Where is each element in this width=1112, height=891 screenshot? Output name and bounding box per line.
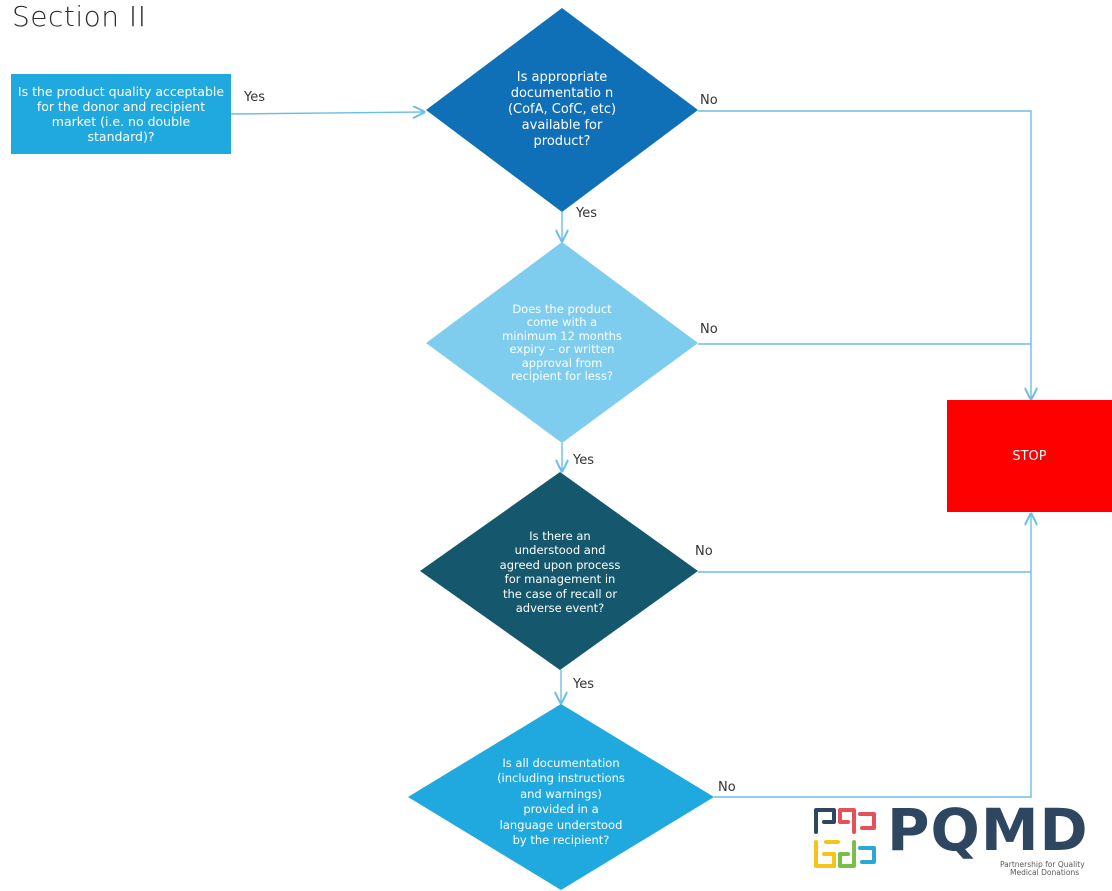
start-question-text: Is the product quality acceptable for th… bbox=[17, 84, 225, 144]
tagline-line-2: Medical Donations bbox=[1010, 868, 1080, 877]
pqmd-logo-mark bbox=[814, 808, 876, 868]
label-no-3: No bbox=[695, 544, 713, 559]
label-yes-2: Yes bbox=[573, 453, 594, 468]
decision-diamond-4 bbox=[408, 704, 714, 890]
pqmd-logo-text: PQMD bbox=[887, 796, 1089, 864]
decision-diamond-1 bbox=[426, 8, 698, 212]
label-start-yes: Yes bbox=[244, 90, 265, 105]
edge-start-yes bbox=[230, 112, 424, 114]
decision-1-text: Is appropriate documentatio n (CofA, Cof… bbox=[507, 70, 617, 149]
pqmd-tagline: Partnership for Quality Medical Donation… bbox=[1000, 861, 1085, 877]
label-no-1: No bbox=[700, 93, 718, 108]
page-title: Section II bbox=[12, 0, 147, 33]
decision-diamond-3 bbox=[420, 472, 698, 670]
label-no-2: No bbox=[700, 322, 718, 337]
label-no-4: No bbox=[718, 780, 736, 795]
label-yes-1: Yes bbox=[576, 206, 597, 221]
decision-4-text: Is all documentation (including instruct… bbox=[497, 755, 625, 848]
start-question-box: Is the product quality acceptable for th… bbox=[11, 74, 231, 154]
decision-diamond-2 bbox=[426, 242, 698, 443]
decision-3-text: Is there an understood and agreed upon p… bbox=[499, 528, 621, 616]
edge-no-4 bbox=[714, 514, 1031, 798]
tagline-line-1: Partnership for Quality bbox=[1000, 860, 1085, 869]
decision-2-text: Does the product come with a minimum 12 … bbox=[502, 301, 622, 383]
stop-box: STOP bbox=[947, 400, 1112, 512]
stop-text: STOP bbox=[1012, 448, 1047, 464]
edge-no-1 bbox=[698, 110, 1031, 399]
label-yes-3: Yes bbox=[573, 677, 594, 692]
